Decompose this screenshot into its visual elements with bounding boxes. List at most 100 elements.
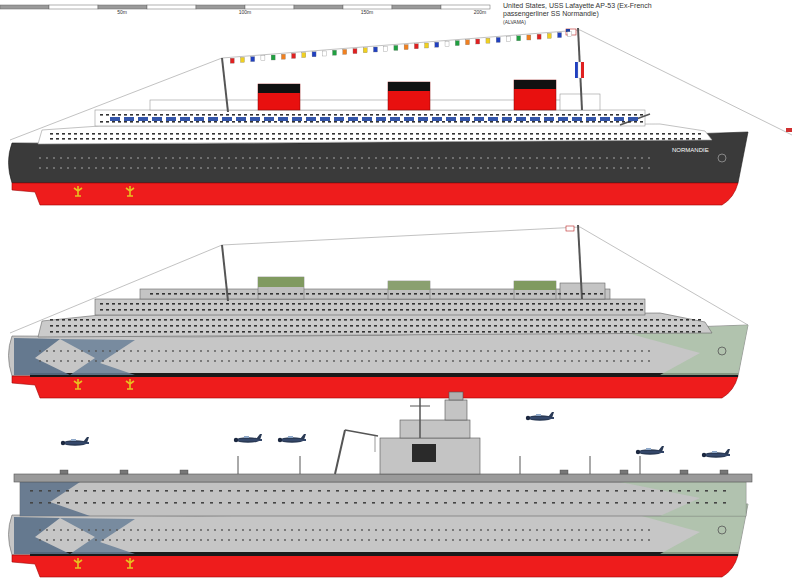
window — [344, 325, 347, 327]
window — [634, 303, 637, 305]
window — [416, 133, 419, 135]
window — [520, 309, 523, 311]
window — [142, 309, 145, 311]
window — [518, 331, 521, 333]
window — [698, 319, 701, 321]
window — [604, 114, 607, 116]
window — [474, 293, 477, 295]
window — [302, 133, 305, 135]
lifeboat — [222, 117, 232, 121]
window — [201, 490, 204, 492]
window — [152, 331, 155, 333]
window — [480, 293, 483, 295]
window — [158, 133, 161, 135]
window — [152, 133, 155, 135]
window — [562, 121, 565, 123]
window — [124, 114, 127, 116]
signal-flag — [373, 47, 377, 52]
window — [566, 138, 569, 140]
gun-mount — [560, 470, 568, 474]
porthole — [263, 350, 265, 352]
porthole — [445, 539, 447, 541]
porthole — [382, 157, 384, 159]
window — [255, 490, 258, 492]
window — [376, 114, 379, 116]
porthole — [186, 360, 188, 362]
porthole — [347, 157, 349, 159]
porthole — [459, 529, 461, 531]
window — [578, 319, 581, 321]
porthole — [564, 539, 566, 541]
window — [471, 502, 474, 504]
window — [92, 325, 95, 327]
lifeboat — [446, 117, 456, 121]
window — [584, 138, 587, 140]
window — [102, 490, 105, 492]
window — [182, 138, 185, 140]
window — [178, 114, 181, 116]
window — [598, 114, 601, 116]
window — [598, 309, 601, 311]
window — [80, 331, 83, 333]
window — [242, 325, 245, 327]
window — [606, 502, 609, 504]
window — [368, 331, 371, 333]
window — [576, 293, 579, 295]
porthole — [53, 360, 55, 362]
window — [266, 133, 269, 135]
porthole — [270, 350, 272, 352]
window — [460, 121, 463, 123]
window — [604, 303, 607, 305]
window — [568, 309, 571, 311]
gun-mount — [620, 470, 628, 474]
window — [596, 331, 599, 333]
porthole — [249, 167, 251, 169]
porthole — [81, 529, 83, 531]
window — [56, 331, 59, 333]
window — [130, 303, 133, 305]
window — [386, 138, 389, 140]
porthole — [389, 350, 391, 352]
window — [138, 502, 141, 504]
window — [476, 319, 479, 321]
window — [408, 502, 411, 504]
porthole — [165, 167, 167, 169]
porthole — [67, 350, 69, 352]
window — [668, 138, 671, 140]
porthole — [361, 529, 363, 531]
porthole — [578, 529, 580, 531]
porthole — [284, 529, 286, 531]
window — [98, 325, 101, 327]
window — [140, 319, 143, 321]
window — [406, 114, 409, 116]
window — [238, 303, 241, 305]
window — [230, 133, 233, 135]
porthole — [543, 360, 545, 362]
window — [202, 114, 205, 116]
window — [514, 121, 517, 123]
window — [291, 490, 294, 492]
window — [370, 121, 373, 123]
window — [309, 502, 312, 504]
window — [196, 309, 199, 311]
window — [584, 325, 587, 327]
porthole — [375, 539, 377, 541]
window — [238, 114, 241, 116]
porthole — [592, 529, 594, 531]
window — [484, 114, 487, 116]
porthole — [641, 529, 643, 531]
porthole — [81, 360, 83, 362]
window — [268, 309, 271, 311]
window — [147, 490, 150, 492]
window — [510, 293, 513, 295]
window — [188, 138, 191, 140]
window — [470, 319, 473, 321]
window — [696, 490, 699, 492]
window — [530, 325, 533, 327]
porthole — [298, 350, 300, 352]
porthole — [473, 529, 475, 531]
window — [552, 502, 555, 504]
porthole — [599, 360, 601, 362]
porthole — [571, 167, 573, 169]
window — [640, 303, 643, 305]
